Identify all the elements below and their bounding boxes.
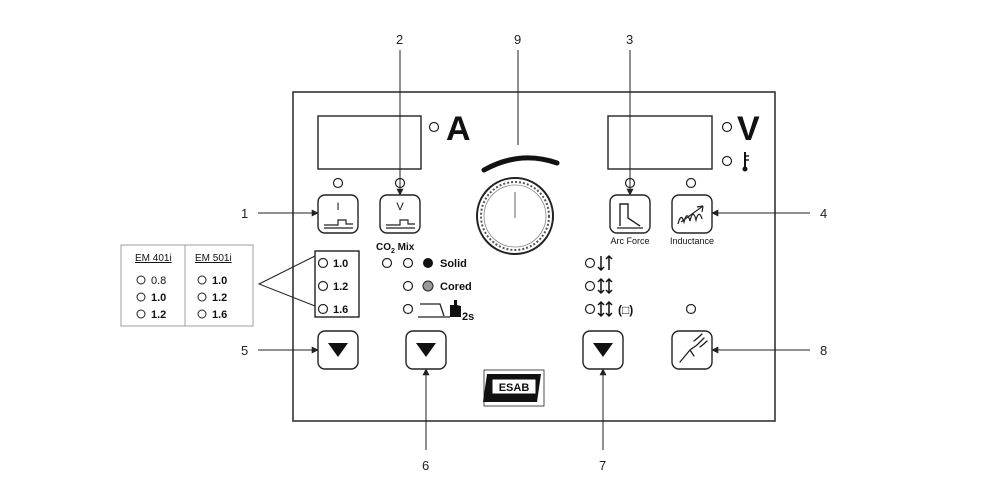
thermometer-icon [742, 152, 749, 172]
co2-mix-label: CO2 Mix [376, 242, 415, 255]
current-button-label: I [336, 201, 339, 213]
trigger-2s-led [402, 303, 414, 315]
inductance-label: Inductance [670, 236, 714, 246]
wire-size-item: 1.6 [333, 304, 348, 316]
arc-force-label: Arc Force [610, 236, 649, 246]
table-cell: 1.0 [151, 292, 166, 304]
wire-compatibility-table: EM 401i EM 501i 0.8 1.0 1.2 1.0 1.2 1.6 [120, 244, 254, 327]
arc-force-button[interactable] [609, 194, 651, 234]
current-button[interactable]: I [317, 194, 359, 234]
wire-size-item: 1.0 [333, 258, 348, 270]
table-cell: 1.6 [212, 309, 227, 321]
co2-mix-led [381, 257, 393, 269]
cored-led [402, 280, 414, 292]
table-cell: 1.2 [151, 309, 166, 321]
callout-number: 4 [820, 206, 827, 221]
wire-size-list: 1.0 1.2 1.6 [317, 257, 348, 316]
table-cell: 0.8 [151, 275, 166, 287]
adjustment-knob[interactable] [476, 177, 554, 255]
voltage-unit-label: V [737, 110, 760, 148]
wire-size-select-button[interactable] [317, 330, 359, 370]
triangle-down-icon [328, 343, 348, 357]
table-cell: 1.0 [212, 275, 227, 287]
table-column-header: EM 501i [195, 253, 232, 264]
callout-lines [258, 50, 810, 450]
voltage-led [721, 121, 733, 133]
gas-purge-button[interactable] [671, 330, 713, 370]
callout-number: 7 [599, 458, 606, 473]
gas-torch-icon [679, 333, 708, 363]
table-pointer-lines [257, 255, 316, 307]
voltage-button[interactable]: V [379, 194, 421, 234]
inductance-button[interactable] [671, 194, 713, 234]
trigger-mode-led-4t [584, 280, 596, 292]
four-stroke-icon [597, 277, 613, 295]
esab-logo: ESAB [483, 369, 545, 407]
four-stroke-special-label: (□) [618, 303, 633, 317]
callout-number: 1 [241, 206, 248, 221]
trigger-mode-led-4t-alt [584, 303, 596, 315]
solid-wire-icon [423, 258, 433, 268]
callout-number: 6 [422, 458, 429, 473]
callout-number: 8 [820, 343, 827, 358]
cored-wire-icon [422, 280, 434, 292]
trigger-2s-label: 2s [462, 311, 474, 323]
callout-number: 9 [514, 32, 521, 47]
inductance-icon [677, 213, 703, 225]
gas-purge-led [685, 303, 697, 315]
callout-number: 5 [241, 343, 248, 358]
current-display [317, 115, 422, 170]
wire-type-select-button[interactable] [405, 330, 447, 370]
callout-number: 3 [626, 32, 633, 47]
knob-range-arc [481, 155, 560, 173]
two-stroke-icon [597, 254, 613, 272]
current-unit-label: A [446, 110, 471, 148]
solid-label: Solid [440, 258, 467, 270]
current-led [428, 121, 440, 133]
inductance-led [685, 177, 697, 189]
arc-force-icon [619, 203, 641, 227]
solid-led [402, 257, 414, 269]
creep-start-icon [418, 300, 461, 318]
voltage-button-label: V [396, 201, 404, 213]
triangle-down-icon [416, 343, 436, 357]
trigger-mode-select-button[interactable] [582, 330, 624, 370]
triangle-down-icon [593, 343, 613, 357]
voltage-display [607, 115, 713, 170]
table-column-header: EM 401i [135, 253, 172, 264]
temperature-led [721, 155, 733, 167]
esab-logo-text: ESAB [499, 382, 530, 394]
wire-size-item: 1.2 [333, 281, 348, 293]
current-button-led [332, 177, 344, 189]
four-stroke-special-icon [597, 300, 613, 318]
trigger-mode-led-2t [584, 257, 596, 269]
table-cell: 1.2 [212, 292, 227, 304]
callout-number: 2 [396, 32, 403, 47]
cored-label: Cored [440, 281, 472, 293]
